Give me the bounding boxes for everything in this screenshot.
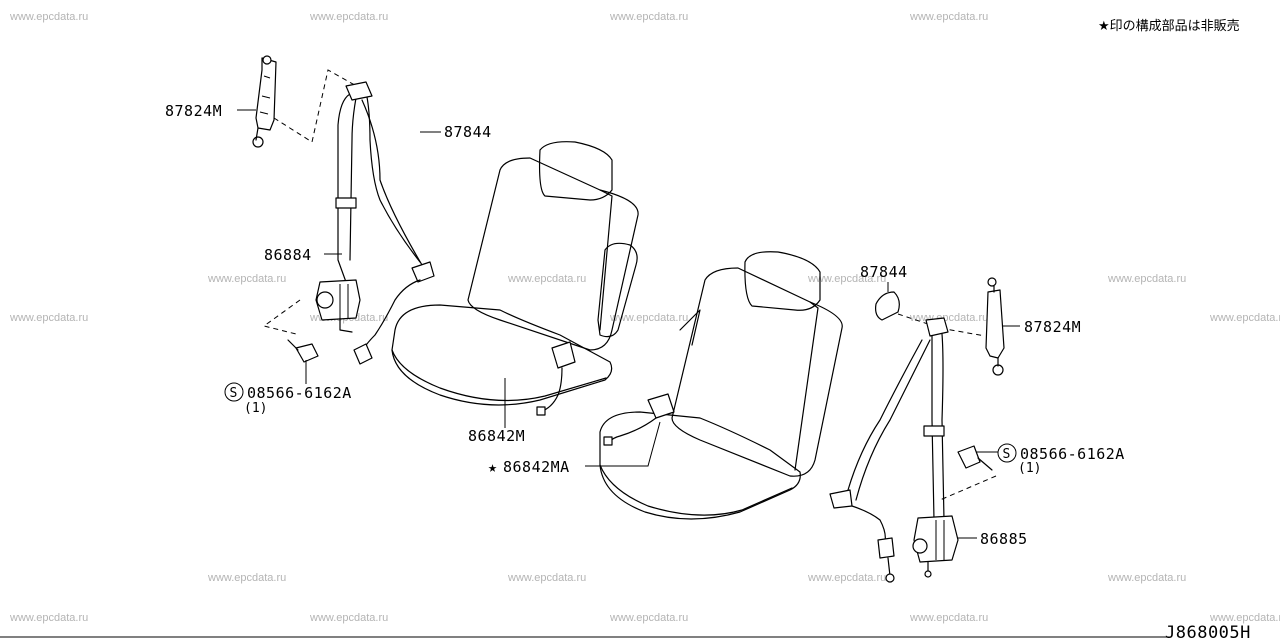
watermark: www.epcdata.ru [9, 11, 88, 23]
watermark: www.epcdata.ru [309, 11, 388, 23]
watermark: www.epcdata.ru [909, 11, 988, 23]
label-86842M: 86842M [468, 427, 525, 445]
watermark: www.epcdata.ru [609, 11, 688, 23]
watermark: www.epcdata.ru [609, 612, 688, 624]
label-86885: 86885 [980, 530, 1028, 548]
label-87824M-right: 87824M [1024, 318, 1081, 336]
label-08566-right: 08566-6162A [1020, 445, 1125, 463]
non-sale-note: ★印の構成部品は非販売 [1098, 18, 1240, 34]
watermark: www.epcdata.ru [909, 612, 988, 624]
watermark: www.epcdata.ru [207, 273, 286, 285]
leader-lines [237, 109, 1020, 539]
watermark: www.epcdata.ru [207, 572, 286, 584]
label-08566-left: 08566-6162A [247, 384, 352, 402]
watermark: www.epcdata.ru [309, 612, 388, 624]
label-86842MA: 86842MA [503, 458, 570, 476]
watermark: www.epcdata.ru [609, 312, 688, 324]
label-qty-right: (1) [1018, 461, 1041, 476]
watermark: www.epcdata.ru [507, 572, 586, 584]
left-seat-belt [252, 55, 435, 365]
label-87844-right: 87844 [860, 263, 908, 281]
screw-symbol-left [224, 382, 244, 402]
watermark: www.epcdata.ru [9, 312, 88, 324]
label-86842MA-star: ★ [488, 458, 498, 476]
watermark: www.epcdata.ru [9, 612, 88, 624]
part-labels: 87824M 87844 86884 S 08566-6162A (1) 868… [165, 102, 1125, 548]
right-seat [599, 251, 843, 520]
watermark: www.epcdata.ru [807, 572, 886, 584]
watermark: www.epcdata.ru [1209, 312, 1280, 324]
screw-symbol-left-letter: S [230, 386, 238, 401]
label-87824M-left: 87824M [165, 102, 222, 120]
diagram-code: J868005H [1165, 623, 1251, 640]
watermark: www.epcdata.ru [909, 312, 988, 324]
watermark: www.epcdata.ru [1107, 572, 1186, 584]
watermark: www.epcdata.ru [1107, 273, 1186, 285]
label-87844-left: 87844 [444, 123, 492, 141]
right-seat-belt [829, 277, 1005, 583]
watermark: www.epcdata.ru [807, 273, 886, 285]
watermark: www.epcdata.ru [1209, 612, 1280, 624]
left-seat [391, 141, 639, 416]
screw-symbol-right [997, 443, 1017, 463]
watermarks: www.epcdata.ru www.epcdata.ru www.epcdat… [9, 11, 1280, 624]
label-86884: 86884 [264, 246, 312, 264]
watermark: www.epcdata.ru [507, 273, 586, 285]
screw-symbol-right-letter: S [1003, 447, 1011, 462]
label-qty-left: (1) [244, 401, 267, 416]
